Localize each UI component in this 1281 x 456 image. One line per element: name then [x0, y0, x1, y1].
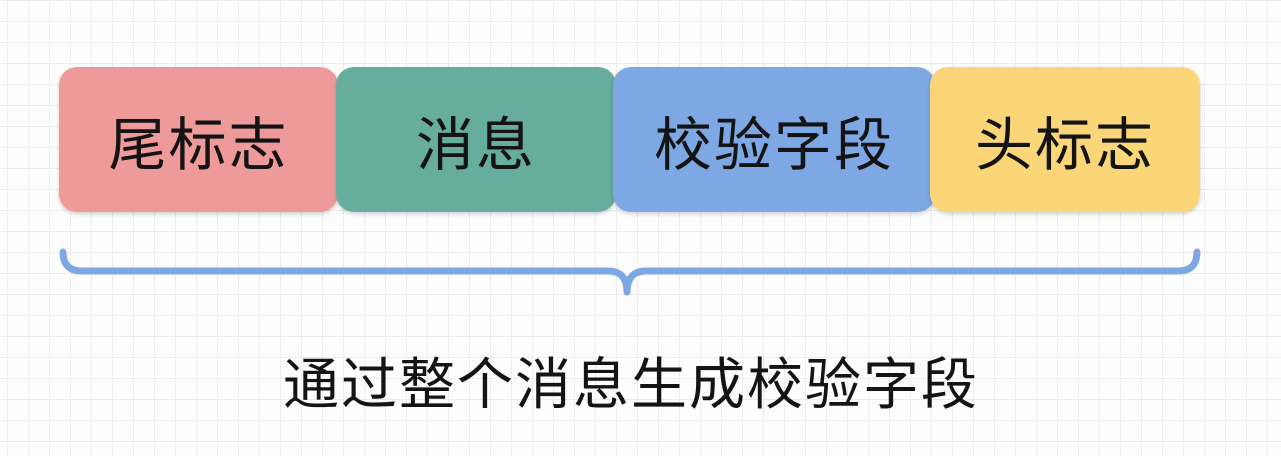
segment-label: 校验字段 [653, 110, 894, 179]
caption: 通过整个消息生成校验字段 [283, 353, 979, 418]
segment-tail-flag: 尾标志 [59, 67, 338, 212]
segment-label: 头标志 [974, 110, 1155, 179]
segment-head-flag: 头标志 [930, 67, 1200, 212]
segment-label: 消息 [415, 110, 536, 179]
brace-path [59, 248, 1201, 296]
segment-label: 尾标志 [108, 110, 289, 179]
segment-message: 消息 [336, 67, 616, 212]
segment-checksum-field: 校验字段 [613, 67, 935, 212]
